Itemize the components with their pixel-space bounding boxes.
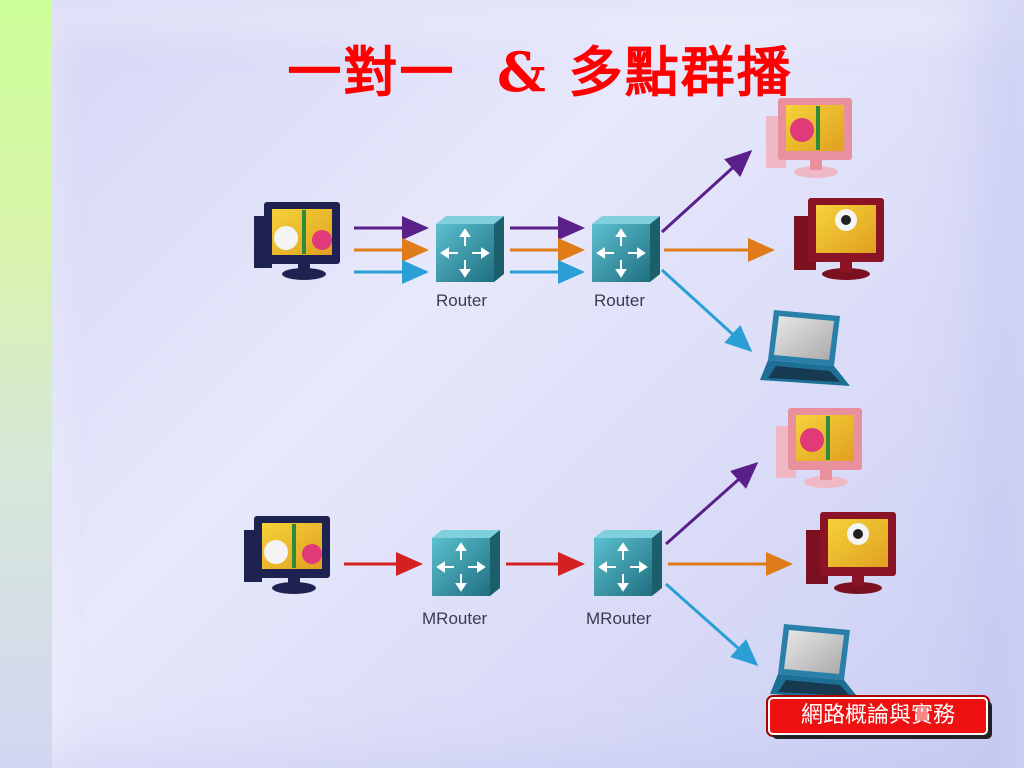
receiver-maroon-desktop-icon [806,512,896,594]
receiver-pink-desktop-icon [766,98,852,178]
left-accent-bar [0,0,52,768]
router-icon [435,215,505,283]
router-icon [591,215,661,283]
receiver-pink-desktop-icon [776,408,862,488]
mrouter-icon [593,529,663,597]
unicast-out-arrow-purple [660,149,753,234]
unicast-diagram: Router Router [254,98,884,386]
unicast-out-arrow-blue [660,268,753,353]
multicast-out-arrow-purple [665,462,759,546]
multicast-diagram: MRouter MRouter [244,408,896,700]
receiver-laptop-icon [760,310,850,386]
sender-desktop-icon [244,516,330,594]
receiver-laptop-icon [770,624,860,700]
slide-title: 一對一 & 多點群播 [287,40,793,104]
mrouter-icon [431,529,501,597]
multicast-out-arrow-blue [665,582,759,666]
mrouter-label-2: MRouter [586,609,652,628]
sender-desktop-icon [254,202,340,280]
footer-badge: 網路概論與實務 [768,697,988,735]
router-label-1: Router [436,291,487,310]
mrouter-label-1: MRouter [422,609,488,628]
receiver-maroon-desktop-icon [794,198,884,280]
router-label-2: Router [594,291,645,310]
